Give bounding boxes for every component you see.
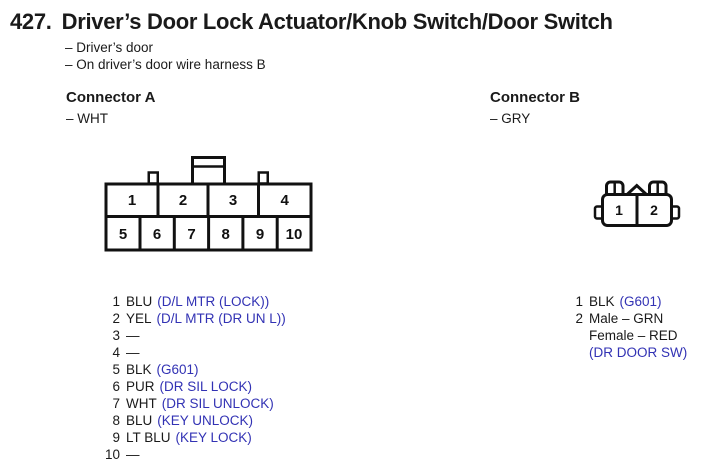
pin-number: 5 [112, 362, 120, 377]
wire-color: YEL [126, 311, 152, 326]
connector-a-color-note: – WHT [66, 111, 108, 126]
cavity-label: 1 [615, 202, 623, 218]
pin-number: 7 [112, 396, 120, 411]
pin-row: 8 BLU (KEY UNLOCK) [103, 412, 286, 429]
pin-row: 10 — [103, 446, 286, 463]
connector-a-header: Connector A – WHT [66, 89, 156, 127]
cavity-label: 9 [256, 226, 264, 243]
circuit-link[interactable]: (KEY LOCK) [175, 430, 252, 445]
wire-color: — [126, 447, 140, 462]
wire-color: Male – GRN [589, 311, 664, 326]
connector-b-color-note: – GRY [490, 111, 531, 126]
wire-color: BLU [126, 413, 153, 428]
pin-row: 6 PUR (DR SIL LOCK) [103, 378, 286, 395]
circuit-link[interactable]: (KEY UNLOCK) [157, 413, 254, 428]
wire-color: LT BLU [126, 430, 171, 445]
pin-number: 2 [112, 311, 120, 326]
pin-row: 1 BLK (G601) [570, 293, 687, 310]
circuit-link[interactable]: (D/L MTR (LOCK)) [157, 294, 270, 309]
circuit-link[interactable]: (G601) [156, 362, 199, 377]
circuit-link[interactable]: (DR DOOR SW) [589, 345, 688, 360]
pin-row: 9 LT BLU (KEY LOCK) [103, 429, 286, 446]
wire-color-female: Female – RED [589, 328, 678, 343]
pin-row: 5 BLK (G601) [103, 361, 286, 378]
pin-row: 3 — [103, 327, 286, 344]
circuit-link[interactable]: (DR SIL UNLOCK) [161, 396, 274, 411]
cavity-label: 10 [286, 226, 303, 243]
connector-a-bump-left [147, 171, 159, 185]
cavity-label: 2 [179, 192, 187, 209]
connector-a-label: Connector A [66, 89, 156, 106]
wire-color: WHT [126, 396, 157, 411]
section-number: 427. [10, 9, 52, 34]
note-location: – Driver’s door [65, 40, 154, 55]
pin-row: 7 WHT (DR SIL UNLOCK) [103, 395, 286, 412]
pin-number: 6 [112, 379, 120, 394]
pin-row: 1 BLU (D/L MTR (LOCK)) [103, 293, 286, 310]
connector-b-label: Connector B [490, 89, 580, 106]
connector-a-bump-right [257, 171, 269, 185]
wire-color: BLU [126, 294, 153, 309]
pin-row: 2 Male – GRN [570, 310, 687, 327]
connector-a-latch-tab [191, 156, 226, 186]
pin-number: 4 [112, 345, 120, 360]
section-notes: – Driver’s door – On driver’s door wire … [65, 39, 266, 73]
pin-number: 9 [112, 430, 120, 445]
connector-a-diagram: 1 2 3 4 5 6 7 8 9 10 [104, 156, 313, 252]
cavity-label: 6 [153, 226, 161, 243]
page-title: 427. Driver’s Door Lock Actuator/Knob Sw… [10, 9, 613, 35]
note-harness: – On driver’s door wire harness B [65, 57, 266, 72]
wire-color: PUR [126, 379, 155, 394]
wire-color: — [126, 345, 140, 360]
cavity-label: 1 [128, 192, 136, 209]
cavity-label: 8 [222, 226, 230, 243]
circuit-link[interactable]: (DR SIL LOCK) [159, 379, 253, 394]
wire-color: BLK [589, 294, 615, 309]
section-title: Driver’s Door Lock Actuator/Knob Switch/… [61, 9, 613, 34]
pin-number: 3 [112, 328, 120, 343]
pin-row: 4 — [103, 344, 286, 361]
pin-number: 10 [104, 447, 120, 462]
cavity-label: 7 [187, 226, 195, 243]
cavity-label: 3 [229, 192, 237, 209]
connector-b-header: Connector B – GRY [490, 89, 580, 127]
cavity-label: 5 [119, 226, 127, 243]
connector-b-pin-list: 1 BLK (G601) 2 Male – GRN Female – RED (… [570, 293, 687, 361]
connector-b-diagram: 1 2 [593, 180, 681, 227]
circuit-link[interactable]: (G601) [619, 294, 662, 309]
pin-number: 1 [575, 294, 583, 309]
pin-number: 2 [575, 311, 583, 326]
wire-color: — [126, 328, 140, 343]
pin-number: 1 [112, 294, 120, 309]
cavity-label: 4 [281, 192, 290, 209]
connector-a-pin-list: 1 BLU (D/L MTR (LOCK)) 2 YEL (D/L MTR (D… [103, 293, 286, 463]
circuit-link[interactable]: (D/L MTR (DR UN L)) [156, 311, 286, 326]
wire-color: BLK [126, 362, 152, 377]
pin-number: 8 [112, 413, 120, 428]
cavity-label: 2 [650, 202, 658, 218]
pin-row: 2 YEL (D/L MTR (DR UN L)) [103, 310, 286, 327]
